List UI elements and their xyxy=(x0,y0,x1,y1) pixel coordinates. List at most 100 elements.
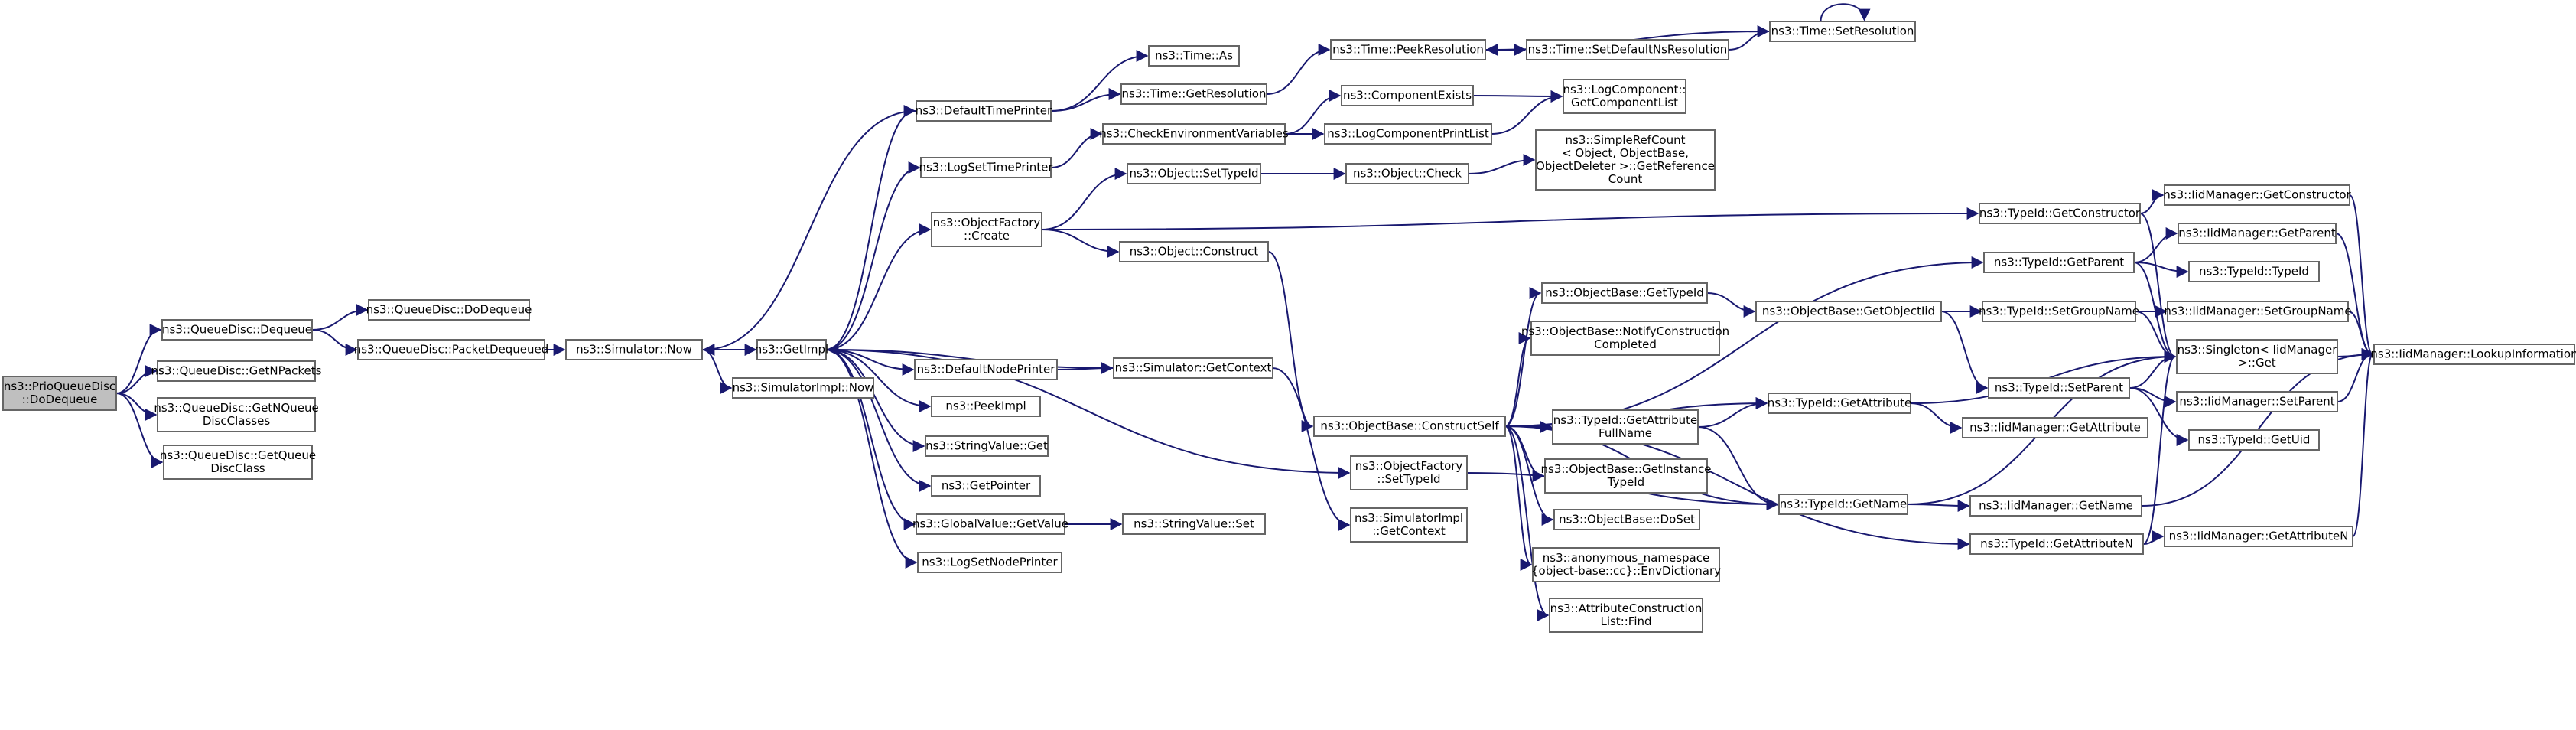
graph-node[interactable]: ns3::GetPointer xyxy=(931,475,1041,497)
node-box[interactable] xyxy=(2176,339,2338,374)
node-box[interactable] xyxy=(2176,391,2338,412)
graph-node[interactable]: ns3::TypeId::GetUid xyxy=(2188,429,2320,451)
node-box[interactable] xyxy=(916,100,1052,122)
graph-node[interactable]: ns3::IidManager::GetParent xyxy=(2178,223,2337,244)
graph-node[interactable]: ns3::LogSetTimePrinter xyxy=(919,157,1053,178)
node-box[interactable] xyxy=(914,359,1058,380)
graph-node[interactable]: ns3::GlobalValue::GetValue xyxy=(912,513,1068,535)
graph-node[interactable]: ns3::ObjectBase::ConstructSelf xyxy=(1313,416,1506,437)
graph-node[interactable]: ns3::IidManager::GetAttributeN xyxy=(2164,526,2353,547)
node-box[interactable] xyxy=(1341,85,1474,106)
graph-node[interactable]: ns3::Simulator::Now xyxy=(565,339,703,360)
graph-node[interactable]: ns3::TypeId::GetAttributeN xyxy=(1969,533,2144,555)
node-box[interactable] xyxy=(1549,598,1703,633)
graph-node[interactable]: ns3::ObjectBase::NotifyConstructionCompl… xyxy=(1521,321,1729,356)
node-box[interactable] xyxy=(1969,533,2144,555)
graph-node[interactable]: ns3::TypeId::TypeId xyxy=(2188,261,2320,282)
node-box[interactable] xyxy=(1544,458,1708,494)
node-box[interactable] xyxy=(1535,129,1716,191)
node-box[interactable] xyxy=(1969,495,2142,517)
graph-node[interactable]: ns3::TypeId::SetGroupName xyxy=(1979,301,2139,322)
node-box[interactable] xyxy=(161,319,313,341)
node-box[interactable] xyxy=(931,475,1041,497)
node-box[interactable] xyxy=(157,397,316,432)
node-box[interactable] xyxy=(1563,79,1686,114)
node-box[interactable] xyxy=(2373,344,2575,365)
graph-node[interactable]: ns3::StringValue::Set xyxy=(1122,513,1266,535)
graph-node[interactable]: ns3::LogComponentPrintList xyxy=(1324,123,1492,145)
graph-node[interactable]: ns3::SimulatorImpl::GetContext xyxy=(1350,507,1468,543)
node-box[interactable] xyxy=(920,157,1052,178)
graph-node[interactable]: ns3::anonymous_namespace{object-base::cc… xyxy=(1531,547,1721,582)
graph-node[interactable]: ns3::QueueDisc::PacketDequeued xyxy=(354,339,549,360)
node-box[interactable] xyxy=(1778,494,1908,515)
node-box[interactable] xyxy=(1769,21,1916,42)
node-box[interactable] xyxy=(925,435,1049,457)
graph-node[interactable]: ns3::Singleton< IidManager>::Get xyxy=(2176,339,2338,374)
node-box[interactable] xyxy=(1330,39,1486,60)
node-box[interactable] xyxy=(1526,39,1729,60)
graph-node[interactable]: ns3::GetImpl xyxy=(755,339,828,360)
graph-node[interactable]: ns3::TypeId::GetName xyxy=(1778,494,1908,515)
node-box[interactable] xyxy=(732,377,874,399)
graph-node[interactable]: ns3::TypeId::GetAttribute xyxy=(1768,393,1911,414)
graph-node[interactable]: ns3::QueueDisc::DoDequeue xyxy=(366,299,532,321)
node-box[interactable] xyxy=(1345,163,1469,184)
graph-node[interactable]: ns3::ComponentExists xyxy=(1341,85,1474,106)
graph-node[interactable]: ns3::Time::SetResolution xyxy=(1769,21,1916,42)
graph-node[interactable]: ns3::DefaultTimePrinter xyxy=(916,100,1052,122)
graph-node[interactable]: ns3::StringValue::Get xyxy=(925,435,1049,457)
node-box[interactable] xyxy=(2164,526,2353,547)
graph-node[interactable]: ns3::Simulator::GetContext xyxy=(1113,357,1273,379)
graph-node[interactable]: ns3::SimulatorImpl::Now xyxy=(732,377,874,399)
graph-node[interactable]: ns3::LogComponent::GetComponentList xyxy=(1563,79,1686,114)
node-box[interactable] xyxy=(368,299,530,321)
node-box[interactable] xyxy=(1982,301,2136,322)
graph-node[interactable]: ns3::ObjectBase::DoSet xyxy=(1553,509,1700,530)
node-box[interactable] xyxy=(917,552,1062,573)
node-box[interactable] xyxy=(2178,223,2337,244)
node-box[interactable] xyxy=(1350,507,1468,543)
node-box[interactable] xyxy=(1324,123,1492,145)
graph-node[interactable]: ns3::IidManager::SetGroupName xyxy=(2164,301,2352,322)
graph-node[interactable]: ns3::ObjectBase::GetTypeId xyxy=(1541,282,1708,304)
node-box[interactable] xyxy=(1768,393,1911,414)
node-box[interactable] xyxy=(1532,547,1720,582)
node-box[interactable] xyxy=(1755,301,1942,322)
graph-node[interactable]: ns3::TypeId::GetConstructor xyxy=(1979,203,2141,224)
node-box[interactable] xyxy=(2164,184,2350,206)
node-box[interactable] xyxy=(1541,282,1708,304)
node-box[interactable] xyxy=(1530,321,1720,356)
graph-node[interactable]: ns3::CheckEnvironmentVariables xyxy=(1099,123,1289,145)
node-box[interactable] xyxy=(1552,409,1699,445)
node-box[interactable] xyxy=(916,513,1065,535)
node-box[interactable] xyxy=(2188,261,2320,282)
graph-node[interactable]: ns3::ObjectFactory::Create xyxy=(931,212,1042,247)
node-box[interactable] xyxy=(1553,509,1700,530)
node-box[interactable] xyxy=(1983,252,2135,273)
node-box[interactable] xyxy=(1979,203,2141,224)
node-box[interactable] xyxy=(163,445,313,480)
graph-node[interactable]: ns3::PeekImpl xyxy=(931,396,1041,417)
node-box[interactable] xyxy=(1120,83,1267,105)
node-box[interactable] xyxy=(1313,416,1506,437)
graph-node[interactable]: ns3::TypeId::GetParent xyxy=(1983,252,2135,273)
graph-node[interactable]: ns3::DefaultNodePrinter xyxy=(914,359,1058,380)
node-box[interactable] xyxy=(1102,123,1286,145)
node-box[interactable] xyxy=(1962,417,2148,438)
node-box[interactable] xyxy=(1122,513,1266,535)
graph-node[interactable]: ns3::QueueDisc::Dequeue xyxy=(161,319,313,341)
node-box[interactable] xyxy=(2188,429,2320,451)
node-box[interactable] xyxy=(931,396,1041,417)
graph-node[interactable]: ns3::Object::Construct xyxy=(1119,241,1269,262)
graph-node[interactable]: ns3::IidManager::GetAttribute xyxy=(1962,417,2148,438)
graph-node[interactable]: ns3::Time::GetResolution xyxy=(1120,83,1267,105)
graph-node[interactable]: ns3::Object::SetTypeId xyxy=(1127,163,1261,184)
graph-node[interactable]: ns3::ObjectBase::GetObjectIid xyxy=(1755,301,1942,322)
graph-node[interactable]: ns3::QueueDisc::GetNPackets xyxy=(151,360,322,382)
node-box[interactable] xyxy=(1113,357,1273,379)
